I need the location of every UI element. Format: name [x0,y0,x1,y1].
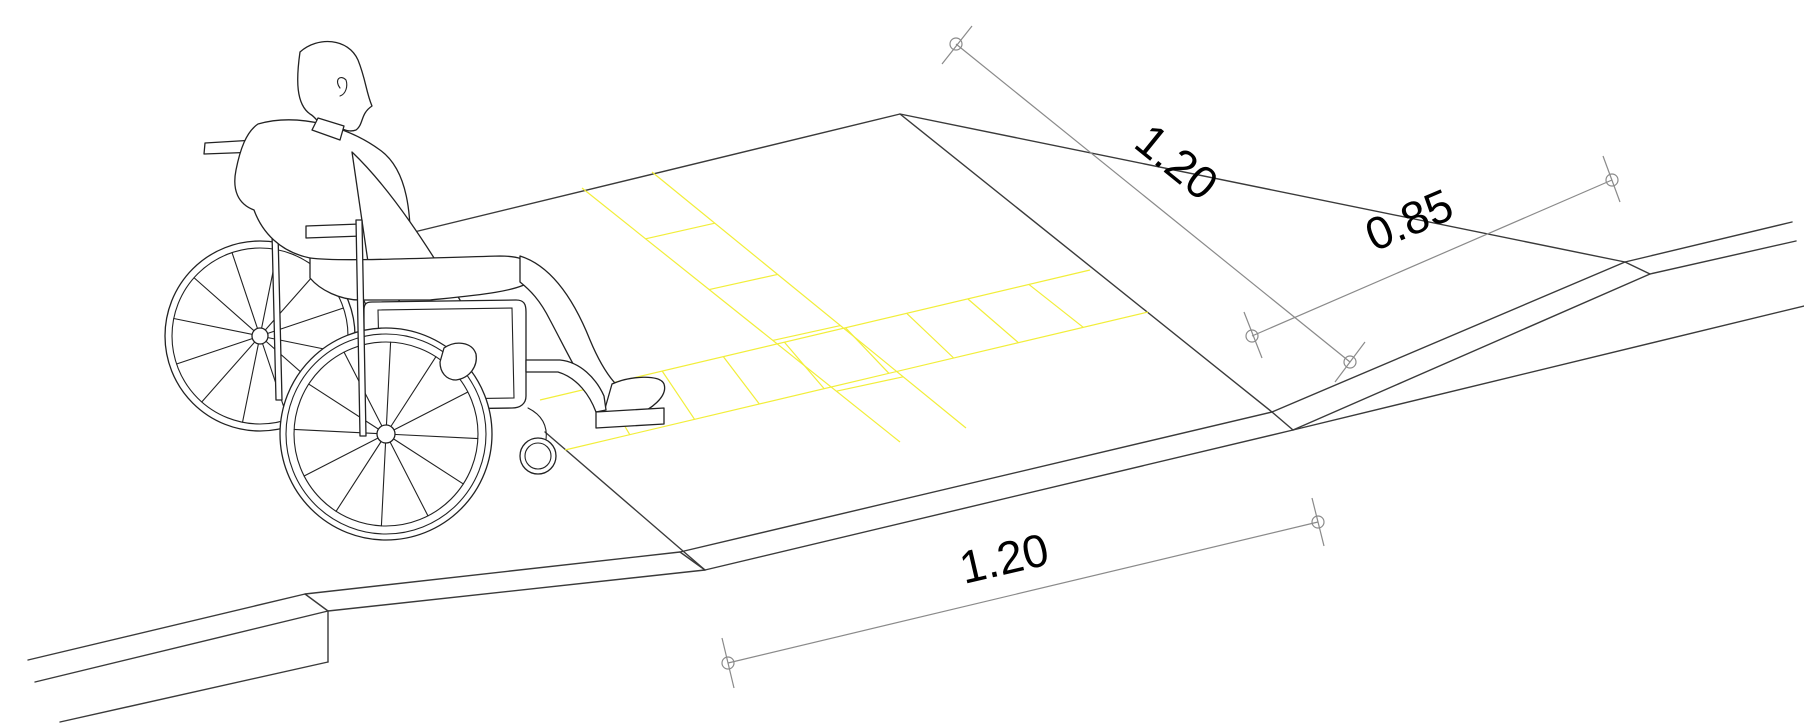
front-wheel-rim-2 [293,341,479,527]
rear-wheel-spokes [173,249,347,423]
tactile-grid-line [709,273,778,291]
tactile-grid-line [645,222,715,240]
dimension-line [727,521,1319,664]
dimension-node [1605,173,1619,187]
tactile-grid-line [651,171,967,429]
wheel-spoke [385,341,392,435]
curb-return-left [304,593,329,612]
dimension-node [1245,329,1259,343]
front-wheel-rim-1 [285,333,487,535]
wheel-spoke [201,335,261,403]
dimension-node [721,656,735,670]
chair-footplate [595,407,665,429]
dimension-label: 1.20 [1126,113,1228,210]
ramp-side-left [544,431,706,571]
seat-thigh [309,255,536,301]
dimension-node [1311,515,1325,529]
wheel-spoke [385,433,429,517]
wheel-spoke [385,433,479,440]
chair-footrest-frame [525,359,607,413]
road-edge-upper-right [1624,221,1793,263]
ramp-side-right [899,113,1273,413]
seat-armrest [305,223,363,239]
backrest-post-near [355,219,367,437]
dimension-tick [1334,341,1366,383]
dimension-ramp-length: 1.20 [941,25,1366,383]
tactile-grid-line [845,327,890,374]
wheel-spoke [385,433,464,485]
dimension-label: 0.85 [1358,178,1461,261]
wheel-spoke [176,335,261,365]
dimension-label: 1.20 [955,523,1054,594]
dimension-line [955,43,1351,363]
dimension-node [1343,355,1357,369]
ramp-base-notch [1271,411,1294,431]
caster-wheel-inner [524,442,552,470]
ramp-left-notch [679,551,706,571]
tactile-grid-line [772,325,841,341]
person-hand [439,342,477,381]
tactile-grid-line [783,341,825,390]
dimension-tick [941,25,973,65]
sidewalk-front-edge [27,411,1273,661]
tactile-grid-line [564,311,1149,451]
tactile-grid-line [1028,283,1084,328]
wheel-spoke [385,391,469,435]
tactile-grid-line [906,312,955,359]
wheel-spoke [173,317,261,337]
road-front-edge [59,661,329,723]
rear-wheel-hub [251,327,269,345]
person-head [297,40,373,132]
dimension-tick [1311,497,1325,547]
wheel-spoke [231,252,261,337]
tactile-grid-line [836,376,904,392]
dimension-tick [1602,155,1621,203]
wheel-spoke [241,335,261,423]
dimension-ramp-width: 0.85 [1243,155,1621,359]
wheel-spoke [335,433,387,512]
wheel-spoke [293,428,387,435]
dimension-landing-length: 1.20 [721,497,1325,689]
wheel-spoke [380,433,387,527]
wheelchair-user-icon [164,40,666,541]
sidewalk-outline [27,113,1804,723]
platform-back-edge [409,113,1651,275]
dimension-node [949,37,963,51]
wheel-spoke [303,433,387,477]
curb-flare-right-lower [1292,273,1651,431]
person-neck [311,117,345,141]
tactile-grid-line [581,187,901,443]
wheel-spoke [385,356,437,435]
tactile-grid-line [722,356,760,405]
curb-flare-right-upper [1271,261,1626,413]
dimension-tick [721,637,735,689]
wheel-spoke [308,383,387,435]
person-ear [337,77,348,97]
wheel-spoke [193,277,261,337]
dimension-tick [1243,311,1263,359]
wheel-spoke [259,269,319,337]
road-edge-lower-right [1649,240,1797,275]
tactile-grid-line [661,370,696,420]
tactile-grid-line [967,298,1019,344]
dimension-line [1251,179,1613,337]
front-wheel-hub [376,424,396,444]
